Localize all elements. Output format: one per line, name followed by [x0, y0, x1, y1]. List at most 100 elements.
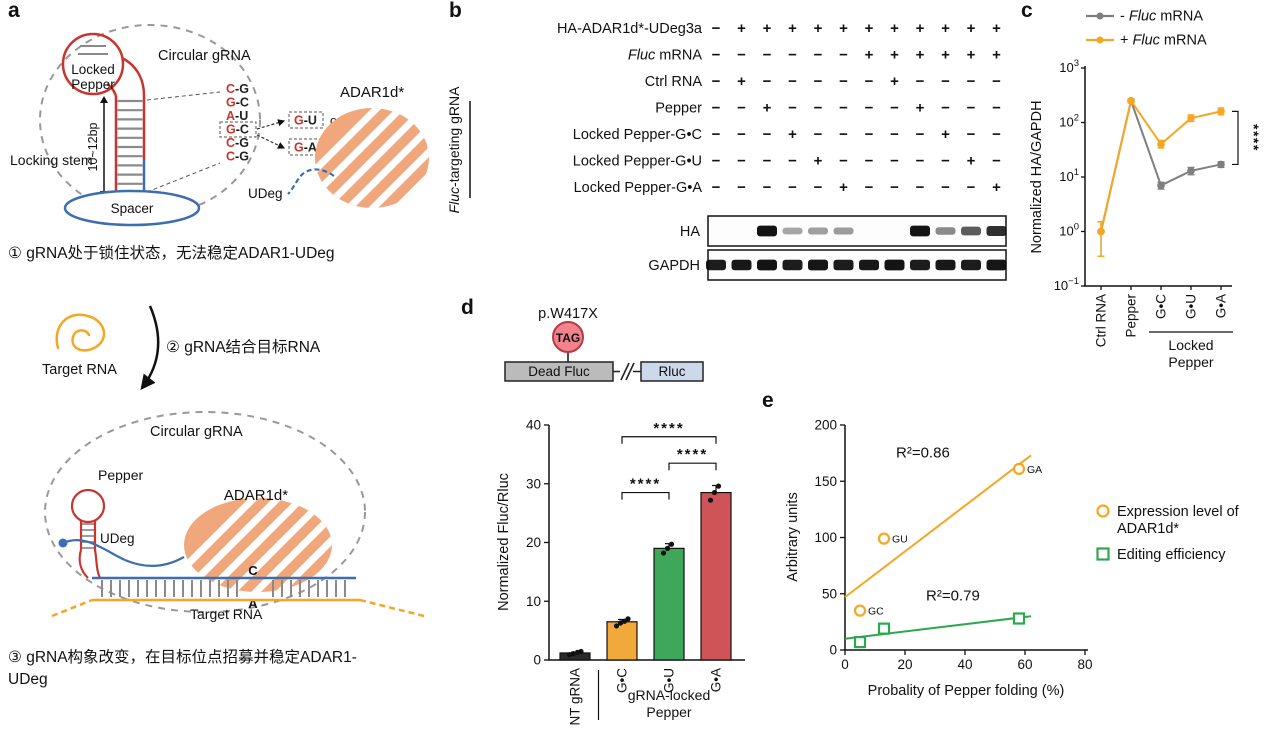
lane-symbol: + — [967, 153, 976, 170]
blot-band — [808, 259, 828, 271]
x-tick-label: G•A — [709, 668, 724, 692]
point-label: GA — [1027, 464, 1042, 476]
sig-stars: **** — [653, 420, 684, 437]
break-slash — [625, 362, 635, 381]
y-tick-label: 10 — [526, 594, 541, 609]
lane-symbol: − — [763, 47, 772, 64]
data-point — [1012, 612, 1026, 625]
lane-symbol: − — [967, 73, 976, 90]
lane-symbol: − — [763, 126, 772, 143]
y-tick-label: 101 — [1059, 167, 1079, 184]
stripe — [309, 498, 332, 592]
group-label: Pepper — [646, 704, 691, 720]
legend-label: Editing efficiency — [1117, 547, 1226, 563]
x-tick-label: G•A — [1214, 294, 1229, 318]
lane-symbol: + — [890, 73, 899, 90]
blot-label: HA — [680, 224, 700, 240]
y-tick-label: 100 — [814, 530, 837, 545]
lane-symbol: + — [992, 179, 1001, 196]
replicate-dot — [578, 648, 584, 655]
stop-codon-label: TAG — [556, 331, 580, 345]
step3-caption: UDeg — [8, 671, 48, 688]
lane-symbol: − — [865, 179, 874, 196]
sig-stars: **** — [1246, 124, 1262, 152]
lane-symbol: − — [967, 100, 976, 117]
lane-symbol: − — [941, 153, 950, 170]
condition-label: Fluc mRNA — [628, 48, 702, 64]
condition-label: Ctrl RNA — [645, 74, 703, 90]
target-rna-label: Target RNA — [42, 362, 117, 378]
lane-symbol: + — [839, 179, 848, 196]
lane-symbol: − — [916, 126, 925, 143]
lane-symbol: − — [737, 153, 746, 170]
stripe — [336, 492, 476, 632]
target-rna-dashed — [359, 598, 425, 618]
editing-site-a: A — [248, 596, 258, 611]
panel-a-diagram: Circular gRNALockedPepper10~12bpLocking … — [8, 24, 476, 688]
lane-symbol: − — [814, 47, 823, 64]
lane-symbol: − — [814, 73, 823, 90]
lane-symbol: − — [788, 153, 797, 170]
bp-connector — [146, 91, 221, 101]
bp-connector — [146, 162, 221, 193]
lane-symbol: + — [992, 20, 1001, 37]
y-tick-label: 200 — [814, 418, 837, 433]
lane-symbol: + — [763, 20, 772, 37]
y-tick-label: 40 — [526, 418, 541, 433]
spacer-loop — [63, 189, 201, 227]
lane-symbol: − — [839, 73, 848, 90]
x-tick-label: 0 — [841, 657, 849, 672]
panel-c-chart: - Fluc mRNA+ Fluc mRNA10310210110010−1No… — [1029, 9, 1262, 371]
bar — [653, 547, 685, 661]
base-pair: G-C — [226, 96, 249, 110]
legend-marker — [1096, 504, 1110, 518]
target-rna-label-2: Target RNA — [190, 606, 263, 622]
alt-pair: G-A — [294, 141, 317, 155]
stripe — [319, 108, 429, 208]
data-point — [1127, 97, 1135, 105]
pepper-connector — [93, 549, 102, 579]
lane-symbol: − — [967, 126, 976, 143]
data-point — [1157, 181, 1165, 190]
circular-grna-label: Circular gRNA — [158, 48, 251, 64]
y-tick-label: 103 — [1059, 58, 1079, 75]
replicate-dot — [707, 497, 714, 503]
lane-symbol: − — [992, 153, 1001, 170]
lane-symbol: + — [737, 20, 746, 37]
lane-symbol: + — [890, 20, 899, 37]
panel-label-e: e — [762, 389, 774, 412]
blot-band — [833, 227, 854, 235]
y-tick-label: 102 — [1059, 113, 1079, 130]
x-tick-label: 80 — [1077, 657, 1092, 672]
x-tick-label: Pepper — [1124, 294, 1139, 338]
stripe — [184, 498, 287, 592]
y-tick-label: 30 — [526, 476, 541, 491]
stripe — [315, 108, 407, 208]
locking-stem-label: Locking stem — [10, 152, 92, 168]
y-tick-label: 10−1 — [1054, 276, 1079, 293]
sig-bracket — [621, 436, 717, 444]
lane-symbol: − — [890, 179, 899, 196]
lane-symbol: − — [992, 100, 1001, 117]
lane-symbol: − — [712, 20, 721, 37]
stripe — [184, 498, 311, 592]
lane-symbol: + — [788, 20, 797, 37]
lane-symbol: − — [737, 47, 746, 64]
lane-symbol: + — [941, 47, 950, 64]
locked-pepper-label: Locked — [71, 62, 115, 77]
sig-bracket — [668, 462, 717, 471]
lane-symbol: − — [737, 179, 746, 196]
circular-grna-outline-2 — [44, 411, 366, 613]
legend-marker — [1096, 12, 1104, 20]
lane-symbol: − — [890, 153, 899, 170]
condition-label: Locked Pepper-G•C — [573, 127, 702, 143]
data-line — [1100, 98, 1222, 232]
group-label: Pepper — [1168, 354, 1213, 370]
stripe — [315, 108, 429, 208]
alt-pair: G-U — [294, 114, 317, 128]
blot-band — [986, 226, 1007, 236]
base-pair: C-G — [226, 136, 249, 150]
lane-symbol: + — [865, 47, 874, 64]
